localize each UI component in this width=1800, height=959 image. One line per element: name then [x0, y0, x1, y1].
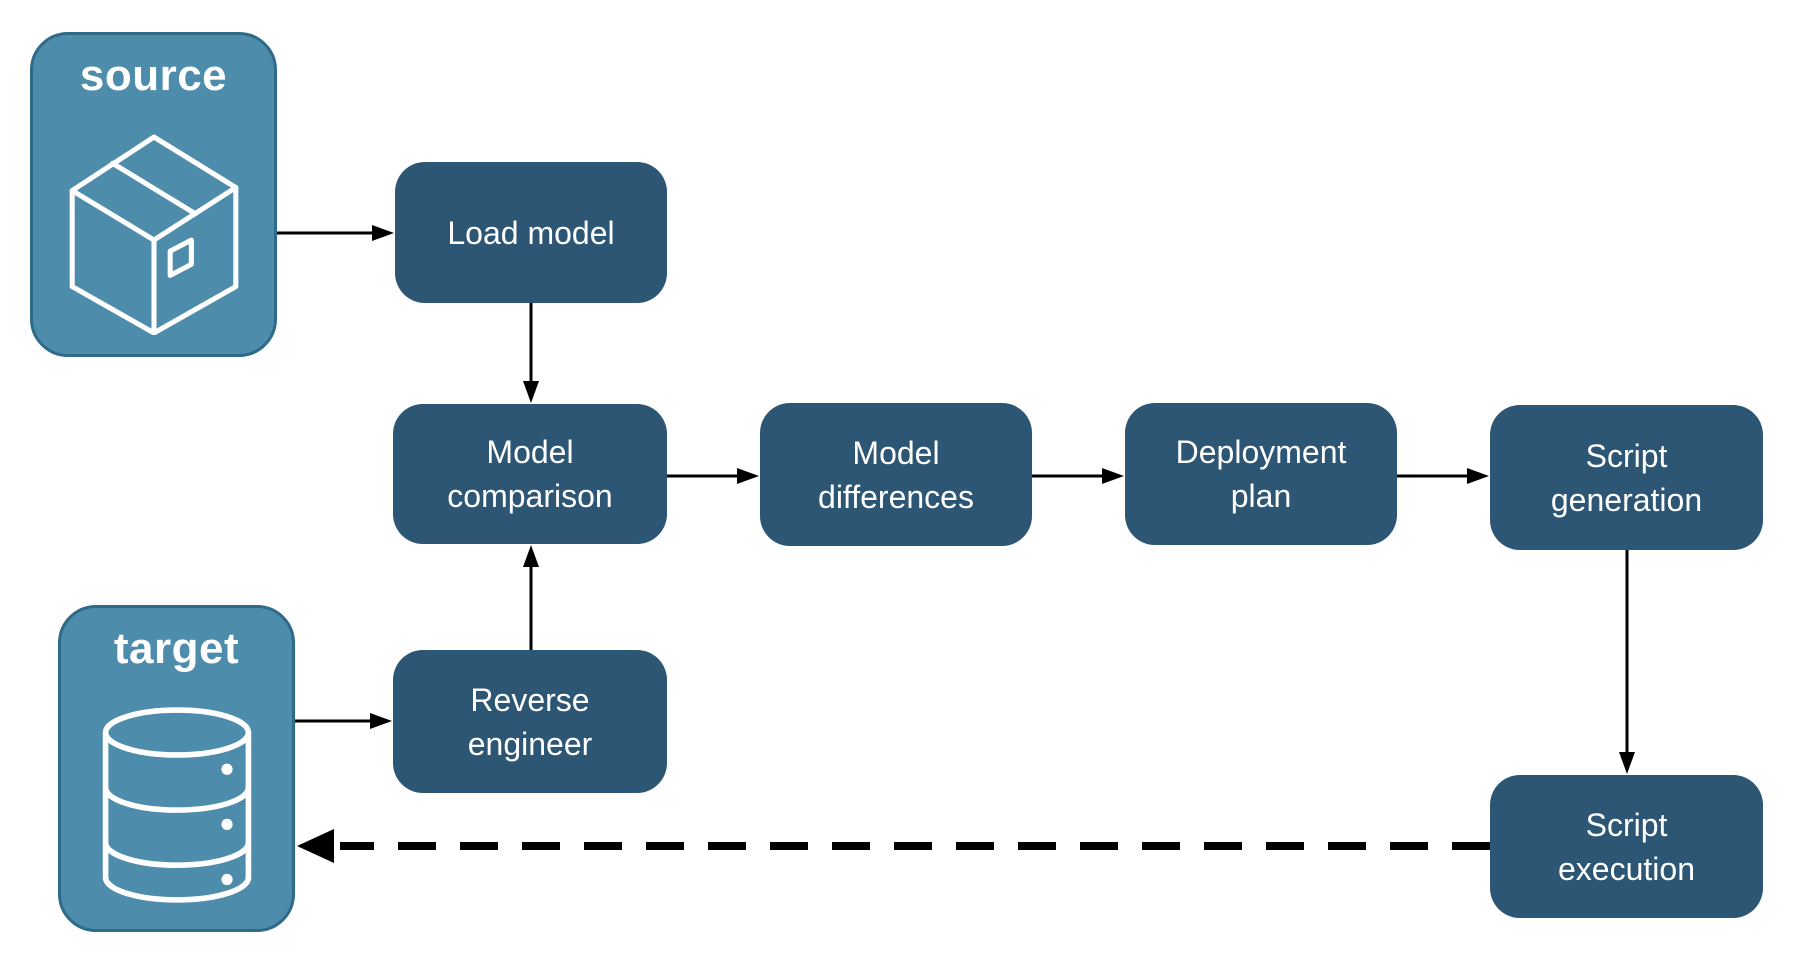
source-entity: source: [30, 32, 277, 357]
node-label: generation: [1550, 481, 1703, 518]
node-label: Script: [1585, 437, 1668, 474]
node-label: comparison: [447, 478, 613, 514]
node-deployment-plan: Deployment plan: [1125, 403, 1397, 545]
arrow-source-to-load-model: [277, 225, 394, 241]
node-label: plan: [1230, 478, 1292, 514]
node-script-execution: Script execution: [1490, 775, 1763, 918]
arrow-script-generation-to-script-execution: [1619, 550, 1635, 774]
arrow-script-execution-to-target-dashed: [297, 829, 1490, 863]
node-model-differences: Model differences: [760, 403, 1032, 546]
node-label: engineer: [467, 725, 593, 762]
arrow-model-comparison-to-model-differences: [667, 468, 759, 484]
node-model-comparison: Model comparison: [393, 404, 667, 544]
node-label: Deployment: [1175, 434, 1347, 470]
node-script-generation: Script generation: [1490, 405, 1763, 550]
node-label: execution: [1558, 850, 1695, 887]
arrow-model-differences-to-deployment-plan: [1032, 468, 1124, 484]
target-entity: target: [58, 605, 295, 932]
node-label: Model: [852, 434, 940, 471]
package-icon: [69, 134, 238, 335]
arrow-deployment-plan-to-script-generation: [1397, 468, 1489, 484]
node-reverse-engineer: Reverse engineer: [393, 650, 667, 793]
source-entity-label: source: [79, 51, 228, 100]
node-label: Load model: [447, 214, 615, 251]
arrow-reverse-engineer-to-model-comparison: [523, 545, 539, 650]
node-label: Script: [1585, 806, 1668, 843]
arrow-target-to-reverse-engineer: [295, 713, 392, 729]
database-icon: [102, 707, 251, 903]
node-label: Model: [486, 434, 574, 470]
node-load-model: Load model: [395, 162, 667, 303]
target-entity-label: target: [113, 624, 240, 673]
node-label: differences: [818, 478, 974, 515]
arrow-load-model-to-model-comparison: [523, 303, 539, 403]
node-label: Reverse: [470, 681, 590, 718]
